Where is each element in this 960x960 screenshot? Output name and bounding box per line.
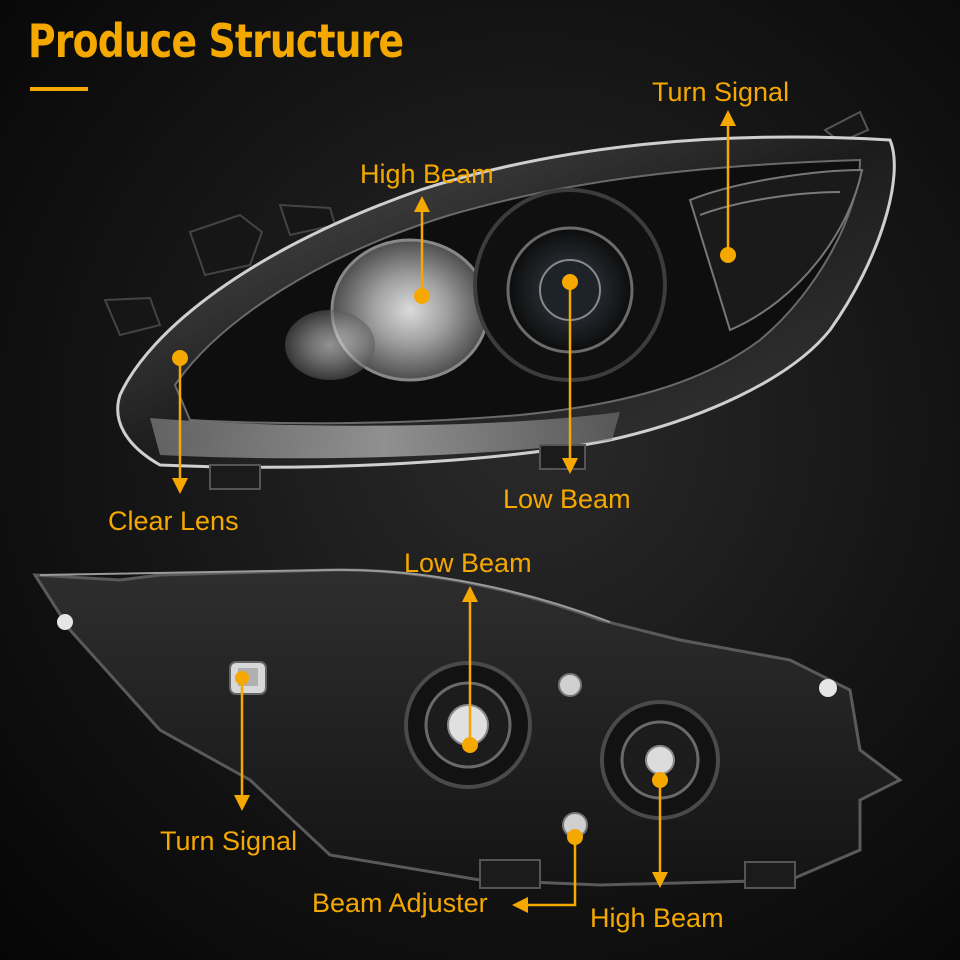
label-high-beam-rear: High Beam	[590, 903, 724, 933]
label-clear-lens: Clear Lens	[108, 506, 239, 536]
front-headlight	[103, 110, 896, 490]
callout-turn-signal-rear	[234, 671, 250, 811]
label-low-beam-rear: Low Beam	[404, 548, 532, 578]
label-beam-adjuster: Beam Adjuster	[312, 888, 488, 918]
callout-clear-lens	[172, 350, 188, 494]
callout-beam-adjuster	[512, 829, 583, 913]
callout-low-beam-rear	[462, 586, 478, 753]
label-high-beam-front: High Beam	[360, 159, 494, 189]
callout-high-beam-front	[414, 196, 430, 304]
page-title: Produce Structure	[28, 14, 404, 68]
callout-low-beam-front	[562, 274, 578, 474]
label-turn-signal-front: Turn Signal	[652, 77, 790, 107]
label-low-beam-front: Low Beam	[503, 484, 631, 514]
label-turn-signal-rear: Turn Signal	[160, 826, 298, 856]
callout-lines	[172, 110, 736, 913]
title-underline	[30, 87, 88, 91]
callout-turn-signal-front	[720, 110, 736, 263]
callout-high-beam-rear	[652, 772, 668, 888]
